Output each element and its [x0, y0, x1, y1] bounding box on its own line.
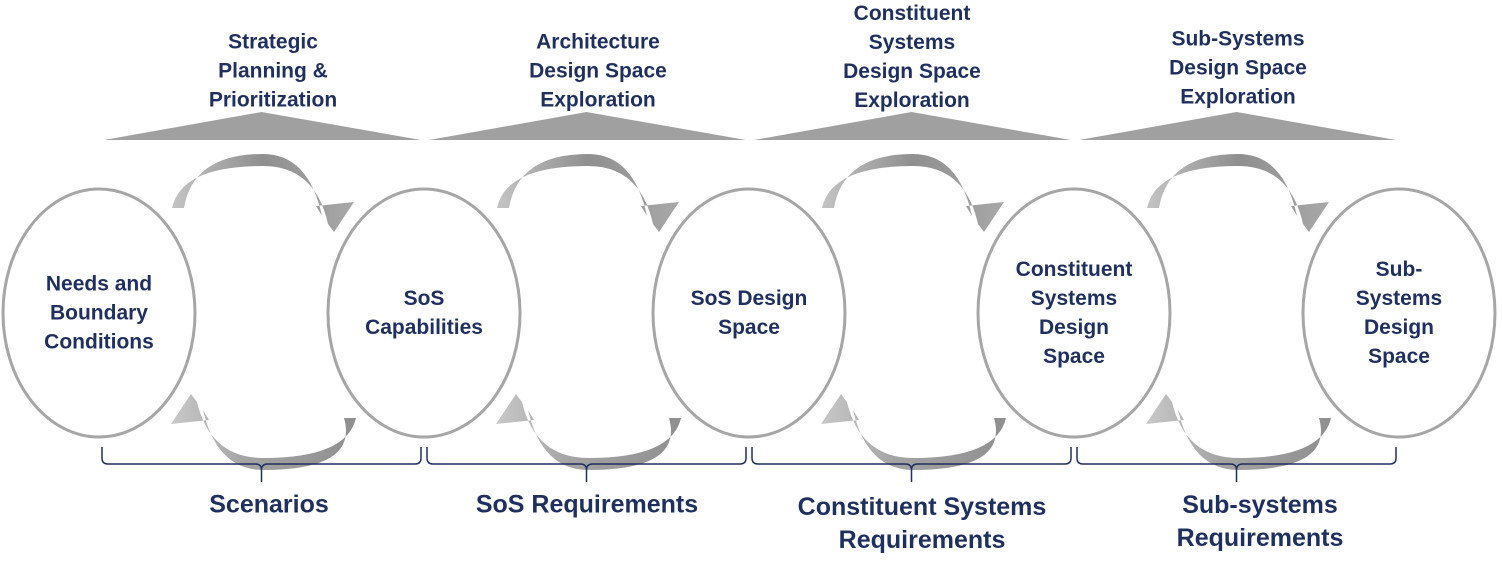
- link-brace-scenarios: [101, 447, 422, 482]
- link-brace-sos-requirements: [426, 447, 747, 482]
- node-label-subsystems-design-space: Sub- Systems Design Space: [1355, 258, 1443, 368]
- feedback-arrow-icon: [1146, 394, 1331, 470]
- forward-arrow-icon: [172, 154, 354, 232]
- node-ellipse-sos-capabilities: [326, 187, 522, 439]
- forward-arrow-icon: [822, 154, 1004, 232]
- node-label-sos-capabilities: SoS Capabilities: [365, 287, 483, 339]
- node-label-needs-boundary: Needs and Boundary Conditions: [44, 272, 154, 354]
- node-label-sos-design-space: SoS Design Space: [690, 287, 808, 339]
- phase-triangle-strategic-planning: [104, 112, 421, 140]
- phase-triangle-constituent-exploration: [754, 112, 1071, 140]
- link-brace-subsystems-requirements: [1076, 447, 1397, 482]
- link-label-scenarios: Scenarios: [209, 490, 329, 519]
- link-brace-constituent-requirements: [751, 447, 1072, 482]
- phase-triangle-architecture-exploration: [429, 112, 746, 140]
- phase-label-strategic-planning: Strategic Planning & Prioritization: [208, 30, 338, 112]
- forward-arrow-icon: [1147, 154, 1329, 232]
- link-label-subsystems-requirements: Sub-systems Requirements: [1176, 491, 1344, 552]
- phase-label-constituent-exploration: Constituent Systems Design Space Explora…: [843, 2, 981, 112]
- node-ellipse-constituent-design-space: [976, 187, 1172, 439]
- phase-label-subsystems-exploration: Sub-Systems Design Space Exploration: [1169, 27, 1307, 109]
- forward-arrow-icon: [497, 154, 679, 232]
- node-ellipse-sos-design-space: [651, 187, 847, 439]
- link-label-sos-requirements: SoS Requirements: [475, 490, 699, 519]
- phase-label-architecture-exploration: Architecture Design Space Exploration: [529, 30, 667, 112]
- node-label-constituent-design-space: Constituent Systems Design Space: [1015, 258, 1133, 368]
- phase-triangle-subsystems-exploration: [1079, 112, 1396, 140]
- feedback-arrow-icon: [821, 394, 1006, 470]
- feedback-arrow-icon: [496, 394, 681, 470]
- feedback-arrow-icon: [171, 394, 356, 470]
- node-ellipse-needs-boundary: [1, 187, 197, 439]
- node-ellipse-subsystems-design-space: [1301, 187, 1497, 439]
- link-label-constituent-requirements: Constituent Systems Requirements: [797, 493, 1047, 554]
